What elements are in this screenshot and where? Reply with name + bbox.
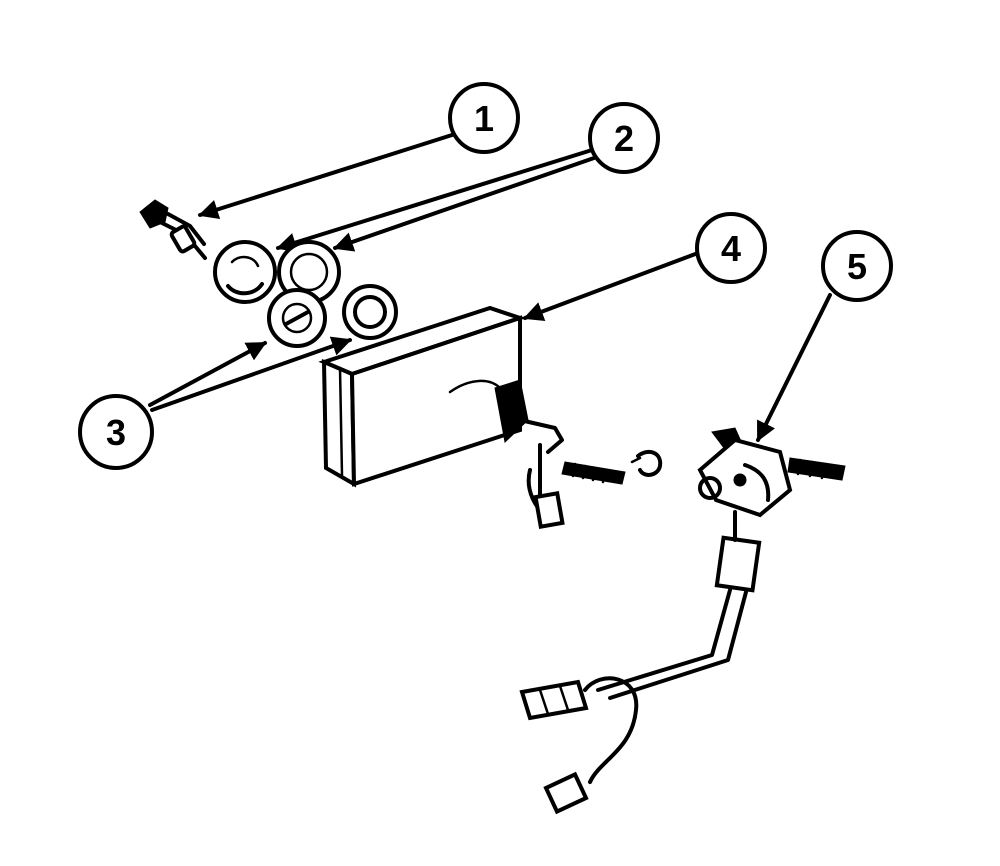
callout-circle	[821, 230, 893, 302]
callout-number: 3	[106, 412, 126, 453]
leader-1	[198, 133, 454, 220]
callout-1: 1	[448, 82, 520, 154]
callout-number: 5	[847, 246, 867, 287]
part-bulb	[139, 199, 207, 260]
callout-circle	[78, 394, 154, 470]
callout-2: 2	[588, 102, 660, 174]
callout-circle	[695, 212, 767, 284]
callout-circle	[448, 82, 520, 154]
part-bracket-5	[519, 427, 846, 815]
part-housing-4	[318, 305, 663, 529]
leader-2a	[276, 148, 594, 253]
part-washers-2	[213, 240, 341, 304]
callout-5: 5	[821, 230, 893, 302]
part-rings-3	[267, 284, 398, 348]
callout-number: 2	[614, 118, 634, 159]
leader-4	[523, 251, 700, 322]
callout-3: 3	[78, 394, 154, 470]
callout-number: 4	[721, 228, 741, 269]
callout-circle	[588, 102, 660, 174]
callout-4: 4	[695, 212, 767, 284]
leader-3a	[148, 341, 267, 407]
leader-5	[756, 293, 832, 442]
leader-3b	[150, 336, 352, 412]
leader-lines	[148, 133, 832, 442]
callout-number: 1	[474, 98, 494, 139]
leader-2b	[333, 156, 596, 252]
